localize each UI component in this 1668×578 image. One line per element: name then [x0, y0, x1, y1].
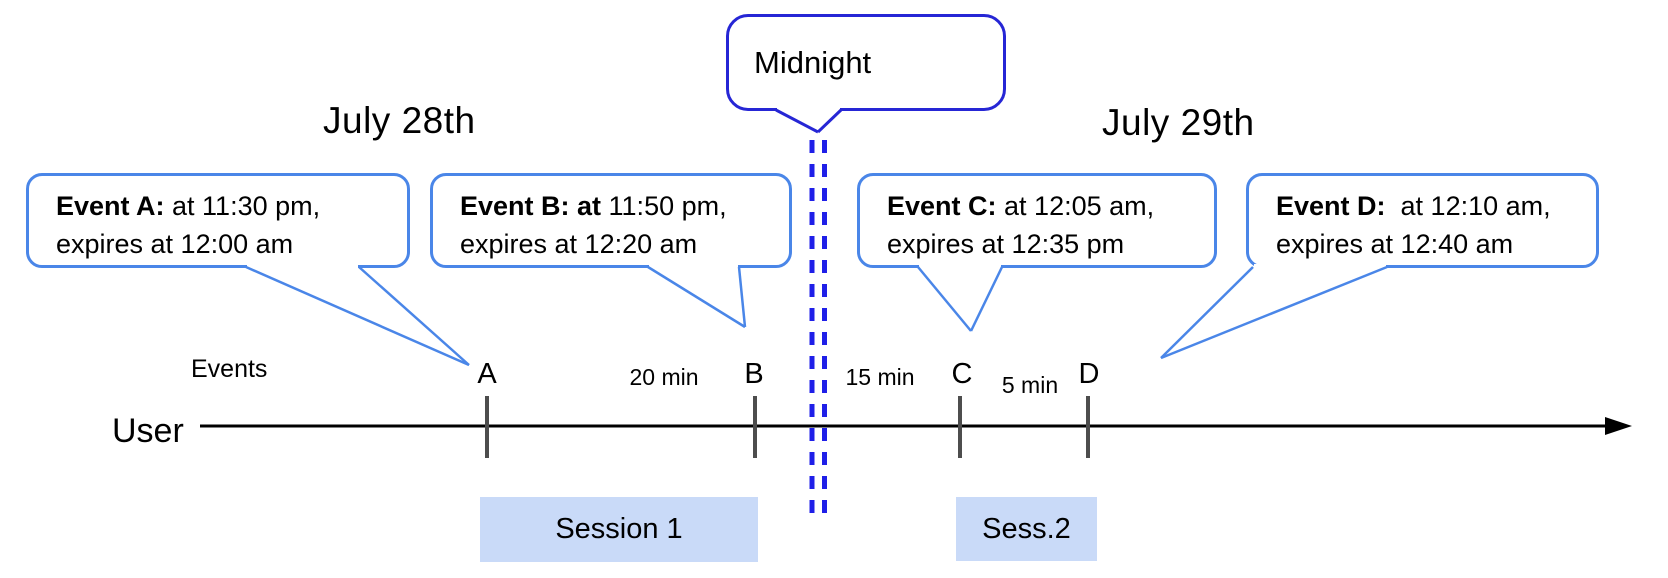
- session-1-box: Session 1: [480, 497, 758, 562]
- tick-label-b: B: [744, 358, 764, 390]
- session-2-label: Sess.2: [982, 512, 1071, 545]
- event-a-line2: expires at 12:00 am: [56, 229, 294, 259]
- interval-15min: 15 min: [845, 364, 915, 390]
- event-a-title: Event A:: [56, 191, 165, 221]
- event-b-line1: Event B: at 11:50 pm,: [460, 187, 789, 225]
- event-b-line2: expires at 12:20 am: [460, 229, 698, 259]
- event-c-line1: Event C: at 12:05 am,: [887, 187, 1214, 225]
- event-c-title: Event C:: [887, 191, 997, 221]
- tick-label-a: A: [477, 358, 497, 390]
- event-b-callout: Event B: at 11:50 pm, expires at 12:20 a…: [430, 173, 792, 268]
- tick-label-c: C: [951, 358, 973, 390]
- event-a-time: at 11:30 pm,: [164, 191, 321, 221]
- event-d-callout: Event D: at 12:10 am, expires at 12:40 a…: [1246, 173, 1599, 268]
- event-d-callout-tail: [1160, 264, 1388, 360]
- event-d-time: at 12:10 am,: [1385, 191, 1551, 221]
- event-c-time: at 12:05 am,: [996, 191, 1155, 221]
- event-b-callout-tail: [647, 264, 747, 329]
- session-1-label: Session 1: [555, 513, 683, 545]
- session-2-box: Sess.2: [956, 497, 1097, 561]
- timeline-arrowhead-icon: [1605, 417, 1632, 435]
- event-c-callout: Event C: at 12:05 am, expires at 12:35 p…: [857, 173, 1217, 268]
- interval-5min: 5 min: [1001, 372, 1059, 398]
- event-c-line2: expires at 12:35 pm: [887, 229, 1125, 259]
- midnight-bubble: Midnight: [726, 14, 1006, 111]
- event-b-time: 11:50 pm,: [601, 191, 727, 221]
- midnight-label: Midnight: [754, 44, 872, 80]
- user-axis-label: User: [112, 412, 184, 450]
- event-c-callout-tail: [917, 264, 1004, 332]
- event-a-callout: Event A: at 11:30 pm, expires at 12:00 a…: [26, 173, 410, 268]
- event-d-title: Event D:: [1276, 191, 1386, 221]
- interval-20min: 20 min: [629, 364, 699, 390]
- tick-label-d: D: [1078, 358, 1100, 390]
- event-d-line1: Event D: at 12:10 am,: [1276, 187, 1596, 225]
- date-july-29: July 29th: [1102, 102, 1255, 143]
- date-july-28: July 28th: [323, 100, 476, 141]
- event-a-line1: Event A: at 11:30 pm,: [56, 187, 407, 225]
- event-a-callout-tail: [245, 264, 470, 367]
- events-axis-label: Events: [191, 355, 268, 383]
- event-d-line2: expires at 12:40 am: [1276, 229, 1514, 259]
- event-b-title: Event B: at: [460, 191, 602, 221]
